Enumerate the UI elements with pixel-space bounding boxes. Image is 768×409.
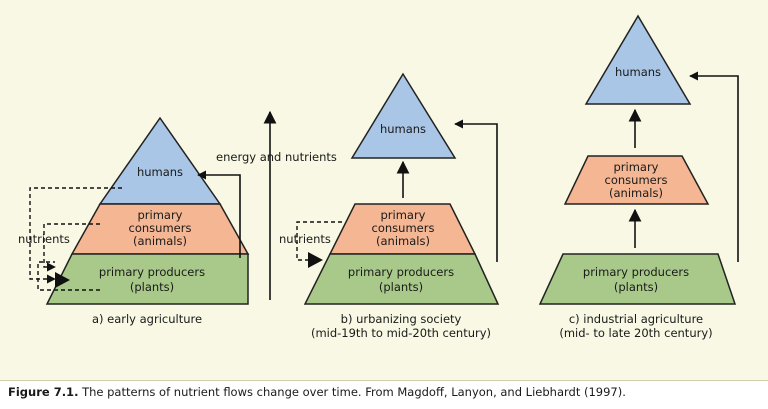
panel-a-nutrient-loop-2 bbox=[43, 223, 100, 272]
panel-c-humans-shape bbox=[584, 14, 692, 105]
figure-caption: Figure 7.1. The patterns of nutrient flo… bbox=[8, 385, 768, 399]
panel-a-nutrient-loop-3 bbox=[37, 261, 100, 291]
panel-a-humans-label: humans bbox=[137, 165, 183, 179]
panel-a-consumers-line3: (animals) bbox=[133, 234, 187, 248]
panel-c-humans-label: humans bbox=[615, 65, 661, 79]
panel-a-producers-line2: (plants) bbox=[130, 280, 174, 294]
panel-c-producers-shape bbox=[538, 253, 737, 305]
panel-b-producers-line2: (plants) bbox=[379, 280, 423, 294]
panel-a-caption: a) early agriculture bbox=[92, 312, 202, 326]
panel-b: humans primary consumers (animals) prima… bbox=[279, 72, 500, 340]
panel-a-nutrient-arrowhead bbox=[55, 272, 70, 288]
panel-b-producers-line1: primary producers bbox=[348, 265, 454, 279]
panel-b-caption-line1: b) urbanizing society bbox=[341, 312, 462, 326]
panel-a-consumers-line1: primary bbox=[137, 208, 182, 222]
panel-c-consumers-line1: primary bbox=[613, 160, 658, 174]
energy-nutrients-axis: energy and nutrients bbox=[216, 110, 337, 300]
panel-a-feedback-arrow bbox=[197, 170, 241, 258]
panel-c-caption-line1: c) industrial agriculture bbox=[569, 312, 703, 326]
panel-a-producers-line1: primary producers bbox=[99, 265, 205, 279]
panel-b-producers-shape bbox=[303, 253, 500, 305]
panel-b-nutrient-loop bbox=[296, 221, 342, 261]
panel-c-feedback-arrow bbox=[689, 71, 739, 262]
panel-c-consumers-shape bbox=[563, 155, 710, 205]
panel-b-humans-label: humans bbox=[380, 122, 426, 136]
panel-b-consumers-line3: (animals) bbox=[376, 234, 430, 248]
panel-c-consumers-line3: (animals) bbox=[609, 186, 663, 200]
nutrient-flow-diagram: humans primary consumers (animals) prima… bbox=[18, 14, 739, 340]
panel-a: humans primary consumers (animals) prima… bbox=[18, 116, 250, 326]
panel-b-consumers-line1: primary bbox=[380, 208, 425, 222]
figure-caption-text: The patterns of nutrient flows change ov… bbox=[78, 385, 626, 399]
panel-b-caption-line2: (mid-19th to mid-20th century) bbox=[311, 326, 491, 340]
panel-b-nutrient-arrowhead bbox=[308, 252, 323, 268]
panel-a-nutrients-label: nutrients bbox=[18, 232, 70, 246]
panel-c-producers-line1: primary producers bbox=[583, 265, 689, 279]
figure-caption-label: Figure 7.1. bbox=[8, 385, 79, 399]
panel-c-producers-line2: (plants) bbox=[614, 280, 658, 294]
panel-b-humans-shape bbox=[350, 72, 457, 159]
energy-and-nutrients-label: energy and nutrients bbox=[216, 150, 337, 164]
panel-c-caption-line2: (mid- to late 20th century) bbox=[559, 326, 712, 340]
panel-b-consumers-line2: consumers bbox=[372, 221, 435, 235]
panel-c: humans primary consumers (animals) prima… bbox=[538, 14, 739, 340]
panel-b-feedback-arrow bbox=[454, 119, 498, 262]
panel-a-humans-shape bbox=[98, 116, 222, 205]
figure-panel: humans primary consumers (animals) prima… bbox=[0, 0, 768, 381]
panel-a-consumers-line2: consumers bbox=[129, 221, 192, 235]
panel-a-nutrient-loop-1 bbox=[29, 187, 122, 284]
panel-c-consumers-line2: consumers bbox=[605, 173, 668, 187]
panel-b-nutrients-label: nutrients bbox=[279, 232, 331, 246]
panel-a-producers-shape bbox=[45, 253, 249, 305]
